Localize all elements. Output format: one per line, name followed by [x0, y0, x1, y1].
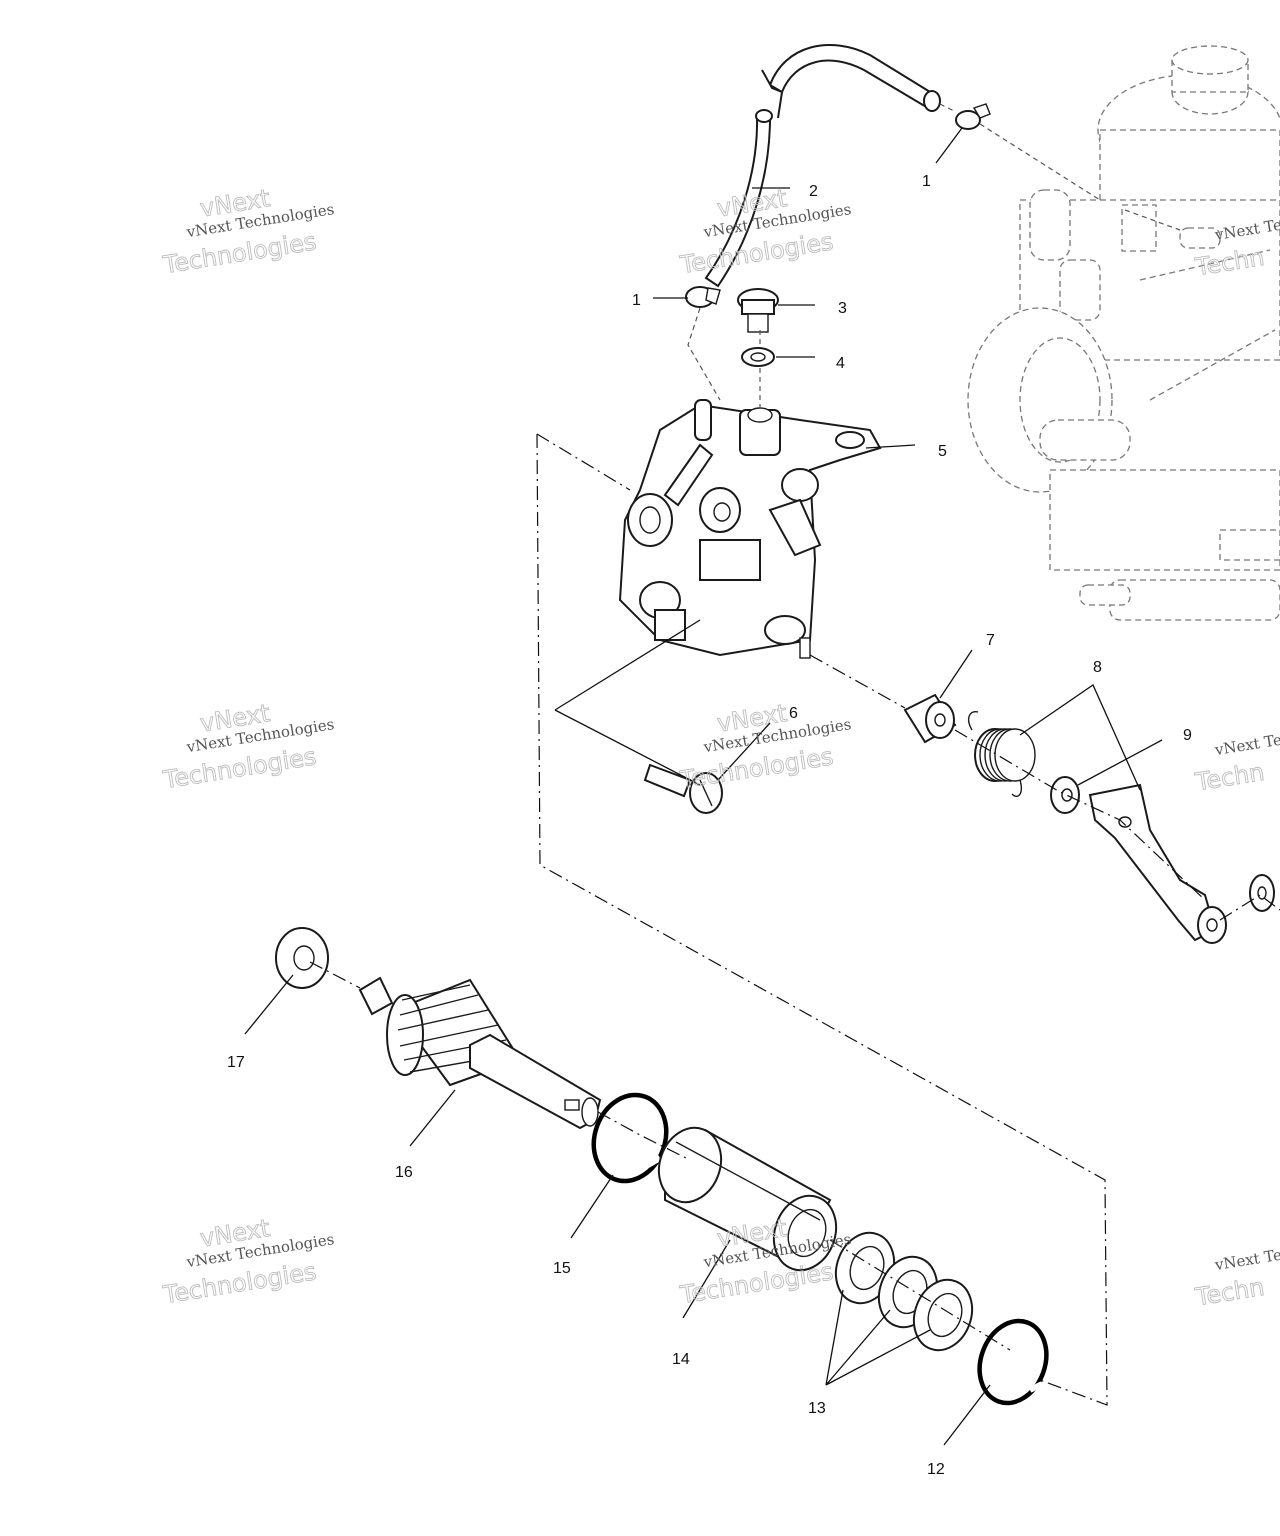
svg-text:Techn: Techn — [1193, 1273, 1266, 1312]
carburetor-ghost — [967, 45, 1280, 621]
oil-hose — [704, 44, 941, 288]
svg-text:Technologies: Technologies — [678, 1257, 836, 1309]
watermark-2: vNext vNext Technologies Technologies — [677, 184, 852, 280]
watermark-3: vNext vNext Technologies Technologies — [160, 699, 335, 795]
watermark-edge-3: vNext Te Techn — [1192, 1246, 1280, 1312]
bushing-sleeve — [657, 1126, 838, 1272]
sealing-washer — [741, 347, 775, 367]
mounting-screw — [643, 763, 723, 814]
callout-labels: 1 1 2 3 4 5 6 7 8 9 12 13 14 15 16 17 — [227, 173, 1192, 1478]
callout-1a: 1 — [922, 173, 931, 190]
svg-text:vNext Te: vNext Te — [1213, 1246, 1280, 1275]
callout-8: 8 — [1093, 659, 1102, 676]
edge-washer — [1249, 874, 1275, 912]
callout-15: 15 — [553, 1260, 571, 1277]
callout-5: 5 — [938, 443, 947, 460]
svg-text:vNext Te: vNext Te — [1213, 731, 1280, 760]
watermark-edge-2: vNext Te Techn — [1192, 731, 1280, 797]
thrust-washer — [1050, 776, 1080, 814]
shaft-washer — [275, 927, 329, 989]
callout-1b: 1 — [632, 292, 641, 309]
callout-2: 2 — [809, 183, 818, 200]
callout-6: 6 — [789, 705, 798, 722]
svg-text:Technologies: Technologies — [678, 742, 836, 794]
callout-14: 14 — [672, 1351, 690, 1368]
callout-4: 4 — [836, 355, 845, 372]
callout-3: 3 — [838, 300, 847, 317]
callout-12: 12 — [927, 1461, 945, 1478]
drive-gear-shaft — [358, 976, 602, 1130]
svg-text:Technologies: Technologies — [161, 227, 319, 279]
assembly-outline — [309, 103, 1280, 1406]
svg-text:Techn: Techn — [1193, 758, 1266, 797]
callout-13: 13 — [808, 1400, 826, 1417]
callout-7: 7 — [986, 632, 995, 649]
collar — [903, 693, 957, 744]
leader-lines — [244, 127, 1163, 1446]
callout-9: 9 — [1183, 727, 1192, 744]
hose-clamp-upper — [955, 103, 991, 130]
svg-text:Technologies: Technologies — [161, 742, 319, 794]
retaining-ring-12 — [977, 1318, 1049, 1406]
watermark-4: vNext vNext Technologies Technologies — [677, 699, 852, 795]
oil-pump-body — [618, 399, 882, 659]
watermark-1: vNext vNext Technologies Technologies — [160, 184, 335, 280]
callout-16: 16 — [395, 1164, 413, 1181]
callout-17: 17 — [227, 1054, 245, 1071]
banjo-bolt — [737, 288, 779, 333]
hose-clamp-lower — [685, 286, 721, 308]
watermark-5: vNext vNext Technologies Technologies — [160, 1214, 335, 1310]
svg-text:Technologies: Technologies — [678, 227, 836, 279]
return-spring — [968, 711, 1036, 797]
control-lever — [1088, 783, 1227, 944]
svg-text:Technologies: Technologies — [161, 1257, 319, 1309]
